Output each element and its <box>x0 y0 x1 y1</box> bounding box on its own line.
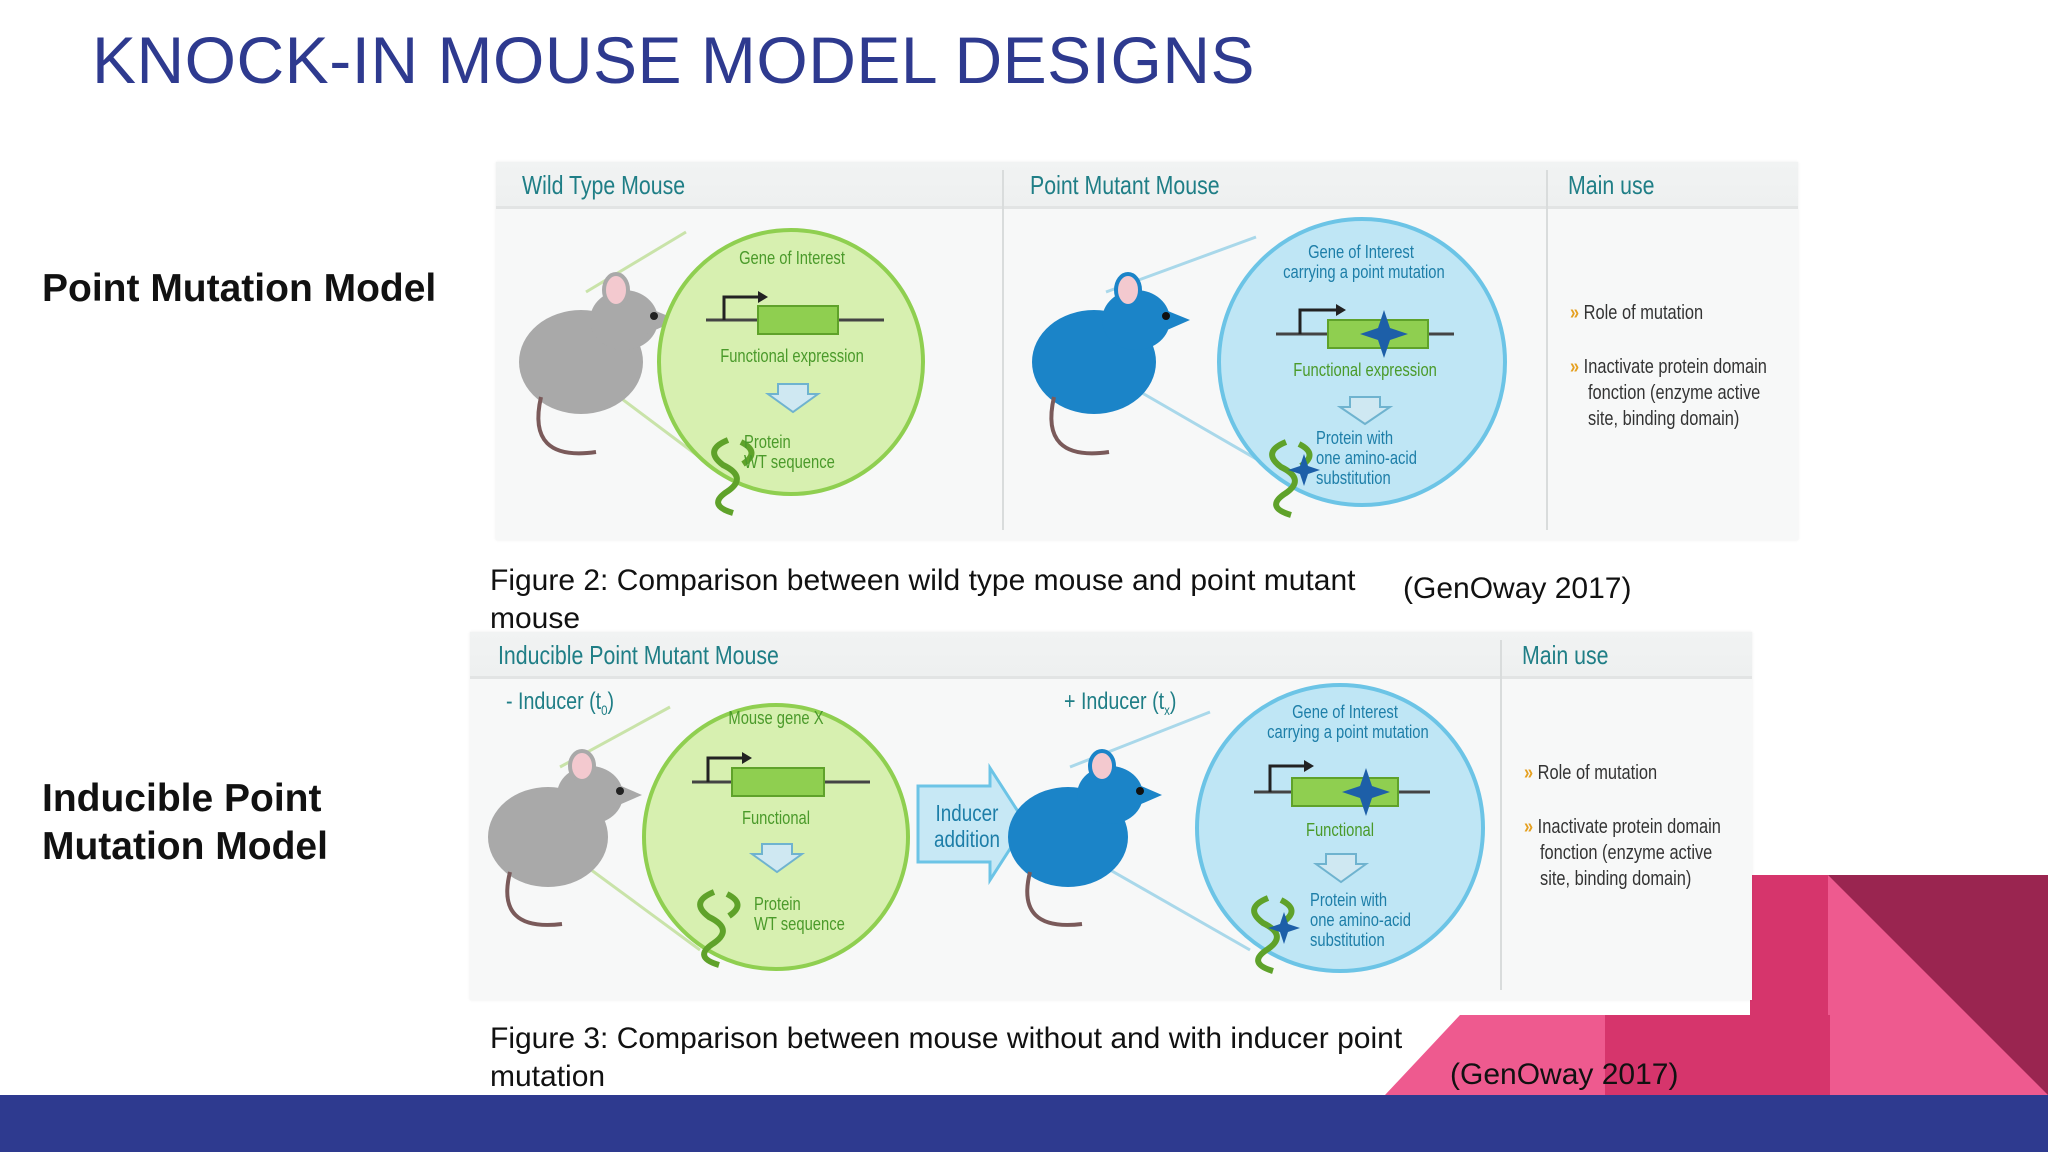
use-item-1: » Role of mutation <box>1524 760 1657 786</box>
use-item-2-cont: site, binding domain) <box>1540 866 1691 892</box>
right-expression-label: Functional <box>1299 820 1381 841</box>
gray-mouse-icon <box>488 751 642 925</box>
mut-protein-label-2: one amino-acid <box>1316 448 1417 469</box>
use-item-2-cont: fonction (enzyme active <box>1540 840 1712 866</box>
right-protein-label-3: substitution <box>1310 930 1385 951</box>
figure-3-caption-line2: mutation <box>490 1058 605 1096</box>
left-protein-label-1: Protein <box>754 894 801 915</box>
use-item-2-cont: fonction (enzyme active <box>1588 380 1760 406</box>
right-gene-label-2: carrying a point mutation <box>1267 722 1423 743</box>
figure-2-image: Wild Type Mouse Point Mutant Mouse Main … <box>496 162 1798 540</box>
blue-mouse-icon <box>1032 274 1190 453</box>
figure-3-citation: (GenOway 2017) <box>1450 1058 1678 1092</box>
figure-3-image: Inducible Point Mutant Mouse Main use - … <box>470 632 1752 1000</box>
use-item-2-cont: site, binding domain) <box>1588 406 1739 432</box>
right-gene-label-1: Gene of Interest <box>1284 702 1407 723</box>
inducible-label-line1: Inducible Point <box>42 775 322 823</box>
figure-3-caption-line1: Figure 3: Comparison between mouse witho… <box>490 1020 1402 1058</box>
point-mutation-label: Point Mutation Model <box>42 265 436 313</box>
footer-bar <box>0 1095 2048 1152</box>
left-expression-label: Functional <box>735 808 817 829</box>
wt-protein-label-2: WT sequence <box>744 452 835 473</box>
inducer-addition-label-1: Inducer <box>930 800 1004 827</box>
left-gene-label: Mouse gene X <box>727 708 825 729</box>
use-item-2: » Inactivate protein domain <box>1524 814 1721 840</box>
mut-gene-label-1: Gene of Interest <box>1300 242 1423 263</box>
use-item-1: » Role of mutation <box>1570 300 1703 326</box>
figure-2-citation: (GenOway 2017) <box>1403 572 1631 606</box>
use-item-2: » Inactivate protein domain <box>1570 354 1767 380</box>
gray-mouse-icon <box>519 274 678 453</box>
wt-protein-label-1: Protein <box>744 432 791 453</box>
mut-gene-label-2: carrying a point mutation <box>1283 262 1439 283</box>
wt-expression-label: Functional expression <box>720 346 864 367</box>
right-protein-label-1: Protein with <box>1310 890 1387 911</box>
mut-expression-label: Functional expression <box>1293 360 1432 381</box>
inducer-addition-label-2: addition <box>930 826 1004 853</box>
figure-2-caption-line1: Figure 2: Comparison between wild type m… <box>490 562 1355 600</box>
inducible-label-line2: Mutation Model <box>42 823 328 871</box>
right-protein-label-2: one amino-acid <box>1310 910 1411 931</box>
slide-title: KNOCK-IN MOUSE MODEL DESIGNS <box>92 22 1255 98</box>
mut-protein-label-1: Protein with <box>1316 428 1393 449</box>
mut-protein-label-3: substitution <box>1316 468 1391 489</box>
left-protein-label-2: WT sequence <box>754 914 845 935</box>
blue-mouse-icon <box>1008 751 1162 925</box>
wt-gene-label: Gene of Interest <box>735 248 850 269</box>
